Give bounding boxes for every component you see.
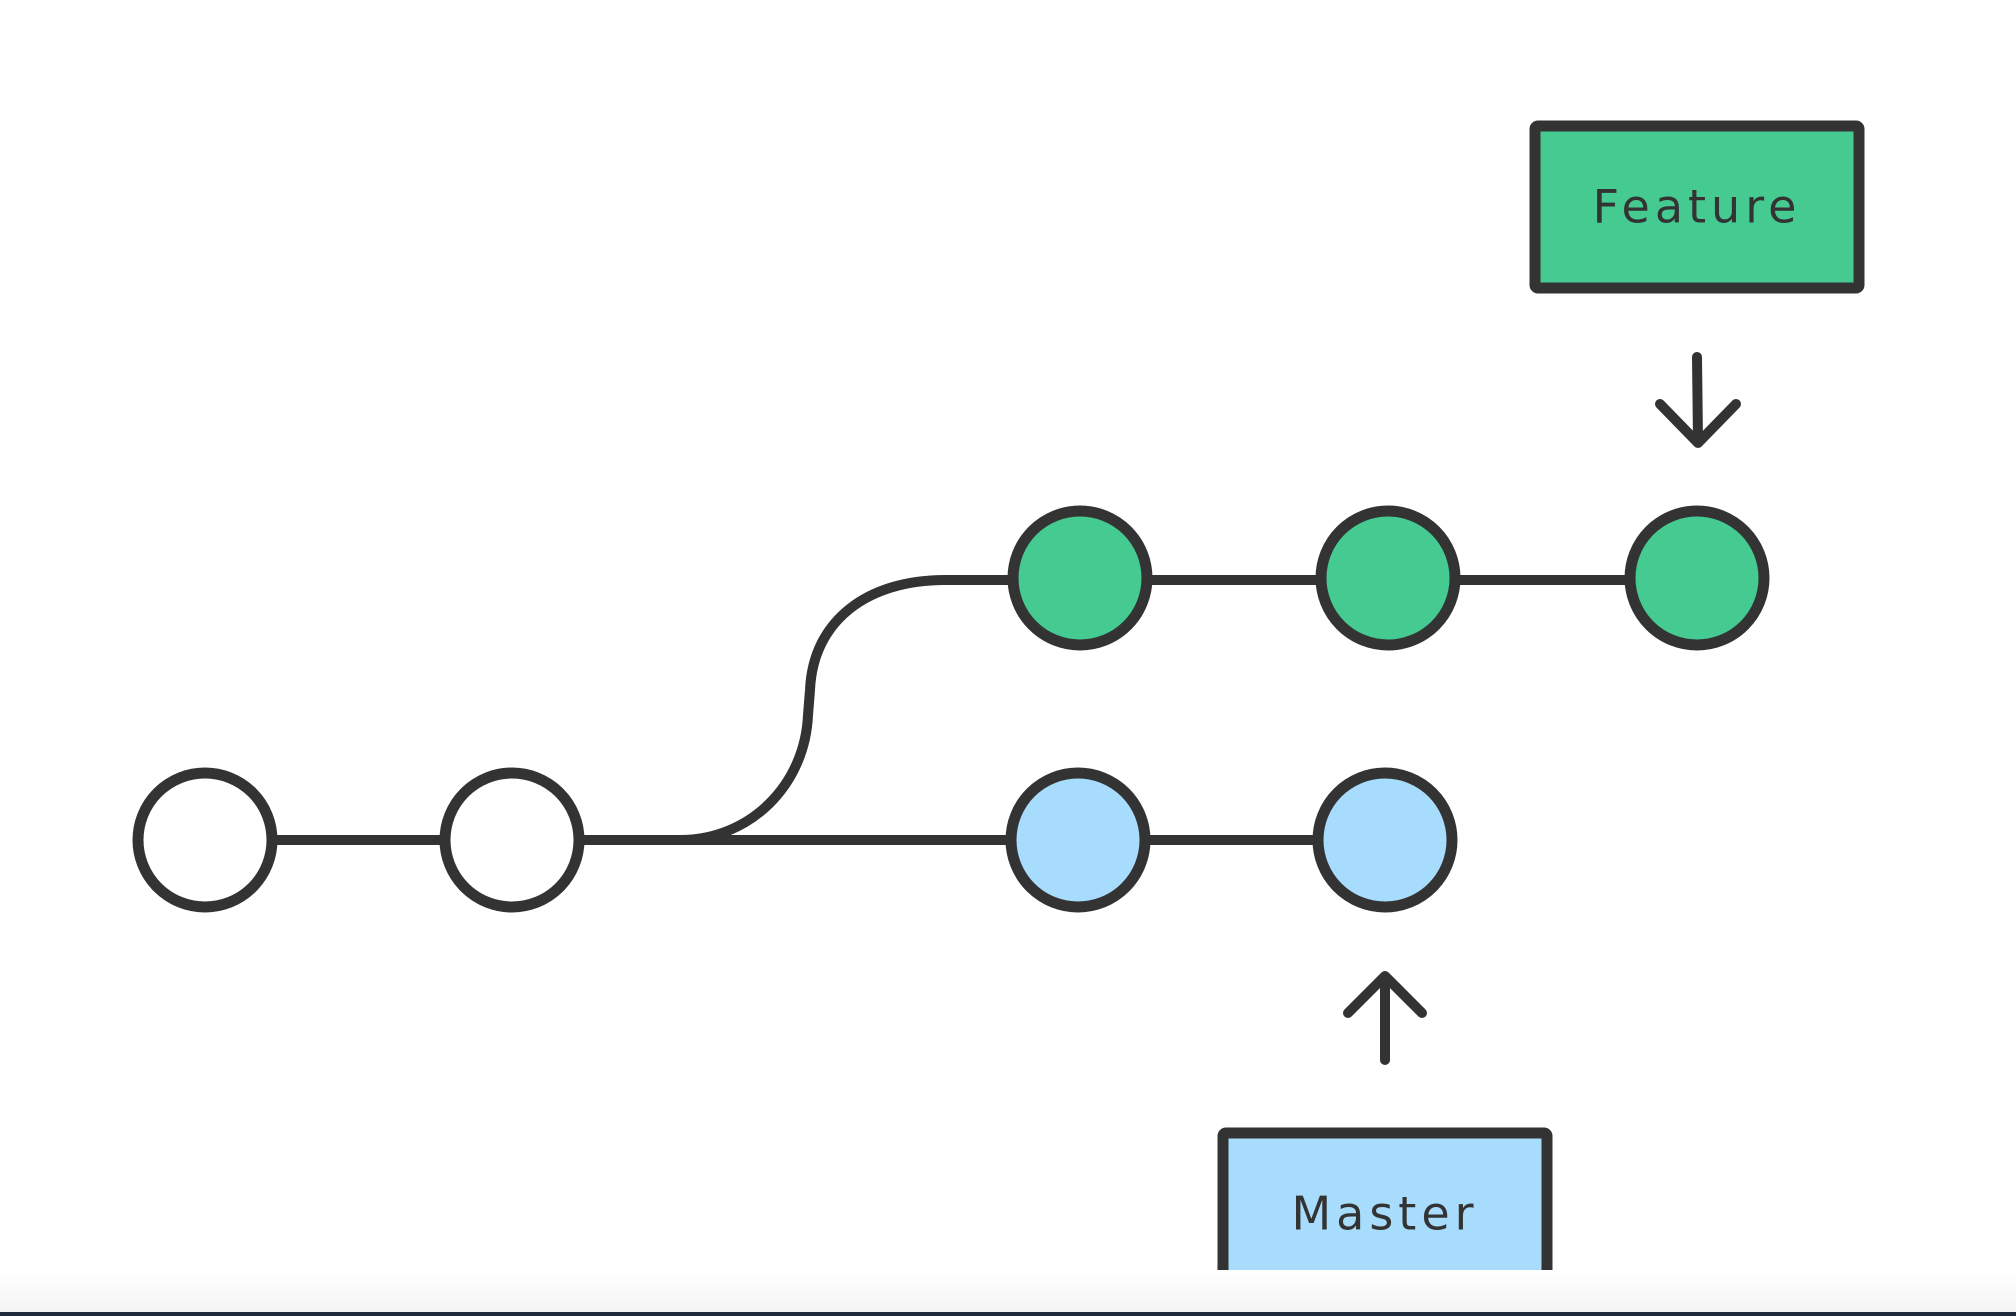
- master-branch-label: Master: [1217, 1127, 1553, 1299]
- commit-shared-1: [132, 767, 278, 913]
- feature-label-box: [1529, 120, 1865, 294]
- master-pointer-arrow-icon: [1343, 971, 1427, 1065]
- commit-feature-2: [1315, 505, 1461, 651]
- commit-master-2: [1312, 767, 1458, 913]
- commit-shared-2: [439, 767, 585, 913]
- feature-label-text: Feature: [1593, 180, 1802, 234]
- bottom-edge-line: [0, 1312, 2016, 1316]
- bottom-edge-shade: [0, 1270, 2016, 1316]
- feature-pointer-arrow-icon: [1655, 352, 1741, 448]
- master-label-text: Master: [1291, 1187, 1478, 1241]
- feature-branch-label: Feature: [1529, 120, 1865, 294]
- commit-master-1: [1005, 767, 1151, 913]
- commit-feature-3: [1624, 505, 1770, 651]
- commit-feature-1: [1007, 505, 1153, 651]
- feature-branch-curve: [580, 575, 1085, 845]
